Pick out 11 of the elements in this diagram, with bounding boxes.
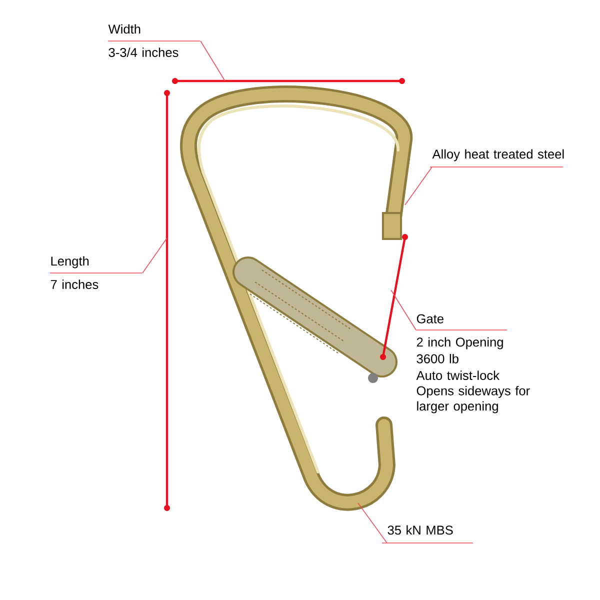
callout-text: Gate 2 inch Opening 3600 lb Auto twist-lock Opens sideways for larger opening bbox=[416, 314, 530, 414]
leader-line bbox=[200, 40, 226, 82]
callout-text: 35 kN MBS bbox=[382, 525, 474, 544]
leader-line bbox=[358, 502, 388, 544]
callout-text: Length 7 inches bbox=[50, 256, 142, 289]
leader-line bbox=[404, 166, 432, 206]
callout-text: Alloy heat treated steel bbox=[430, 149, 564, 168]
callout-text: Width 3-3/4 inches bbox=[108, 24, 200, 57]
carabiner-drawing bbox=[180, 86, 412, 511]
leader-line bbox=[142, 238, 168, 274]
leader-line bbox=[390, 290, 416, 330]
